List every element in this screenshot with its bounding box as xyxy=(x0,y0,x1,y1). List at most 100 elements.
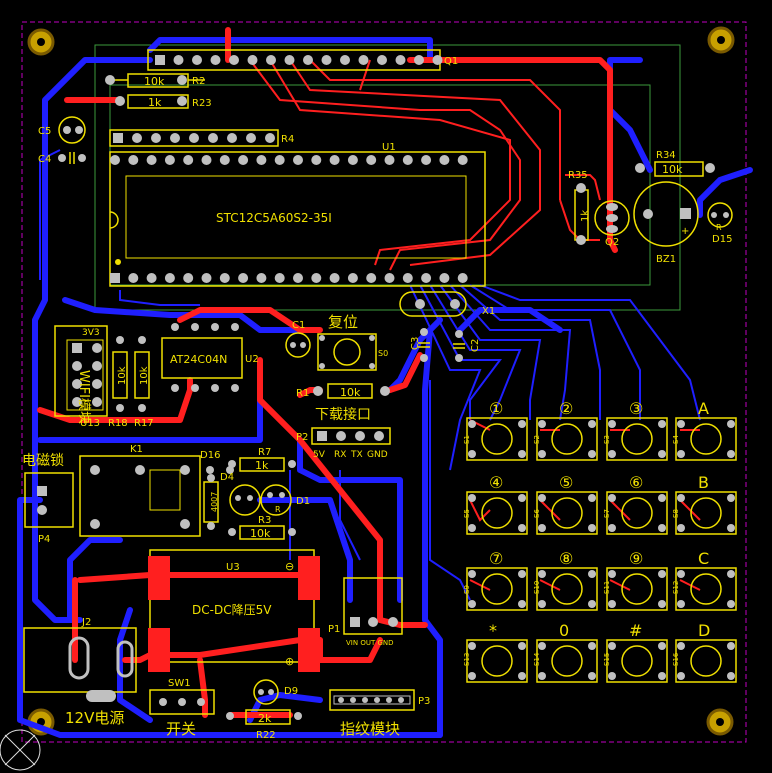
keypad-key-label: ⑧ xyxy=(559,549,573,568)
mcu-pin xyxy=(347,273,358,283)
svg-text:R4: R4 xyxy=(281,134,294,145)
svg-text:AT24C04N: AT24C04N xyxy=(170,353,227,366)
keypad-key-label: D xyxy=(698,621,710,640)
header-pin xyxy=(358,55,369,65)
keypad-switch: BS8 xyxy=(672,473,737,535)
header-pin xyxy=(192,55,202,65)
svg-text:U3: U3 xyxy=(226,562,240,573)
svg-text:U2: U2 xyxy=(245,354,259,365)
network-pin xyxy=(132,133,142,143)
header-pin xyxy=(266,55,276,65)
keypad-key-label: C xyxy=(698,549,709,568)
mcu-outline xyxy=(109,151,486,287)
svg-text:R2: R2 xyxy=(192,76,205,87)
svg-text:10k: 10k xyxy=(662,163,683,176)
header-pin xyxy=(247,55,258,65)
svg-text:R: R xyxy=(716,223,722,232)
header-pin xyxy=(284,55,295,65)
mcu-pin xyxy=(402,273,413,283)
keypad-key-label: 0 xyxy=(559,621,569,640)
mcu-pin xyxy=(439,155,450,165)
keypad-switch: #S15 xyxy=(603,621,668,683)
mcu-pin xyxy=(439,273,450,283)
mcu-pin xyxy=(274,273,285,283)
capacitor-c1: C1 xyxy=(285,320,311,358)
relay-k1: K1 xyxy=(79,444,201,537)
keypad-switch-ref: S1 xyxy=(463,435,471,444)
mcu-pin xyxy=(347,155,358,165)
mcu-pin xyxy=(201,273,212,283)
header-pin xyxy=(321,55,332,65)
svg-text:R23: R23 xyxy=(192,98,212,109)
mcu-pin xyxy=(201,155,212,165)
svg-text:10k: 10k xyxy=(139,366,150,385)
fingerprint-pin xyxy=(386,697,392,703)
resistor-r17: 10k R17 xyxy=(134,336,154,429)
svg-text:VIN OUT GND: VIN OUT GND xyxy=(346,639,394,647)
eeprom-u2: AT24C04N U2 xyxy=(161,323,259,392)
svg-text:复位: 复位 xyxy=(328,313,358,331)
mcu-pin xyxy=(164,155,175,165)
mcu-u1: U1 STC12C5A60S2-35I xyxy=(109,142,486,287)
keypad-4x4: ①S1②S2③S3AS4④S5⑤S6⑥S7BS8⑦S9⑧S10⑨S11CS12*… xyxy=(463,399,737,683)
keypad-switch-ref: S8 xyxy=(672,509,680,518)
capacitor-c4: C4 xyxy=(38,152,86,165)
keypad-switch: *S13 xyxy=(463,621,528,683)
mcu-pin xyxy=(402,155,413,165)
svg-text:R34: R34 xyxy=(656,150,676,161)
fingerprint-connector-p3: P3 指纹模块 xyxy=(329,689,430,738)
keypad-switch-ref: S6 xyxy=(533,509,541,518)
dcdc-module-u3: U3 ⊖ ⊕ DC-DC降压5V xyxy=(148,549,320,672)
svg-text:C2: C2 xyxy=(470,339,481,352)
svg-text:Q2: Q2 xyxy=(605,237,619,248)
svg-text:R7: R7 xyxy=(258,447,271,458)
keypad-switch-ref: S10 xyxy=(533,581,541,594)
network-pin xyxy=(151,133,161,143)
resistor-r22: 2k R22 xyxy=(226,709,302,741)
svg-text:P2: P2 xyxy=(296,432,308,443)
svg-text:P1: P1 xyxy=(328,624,340,635)
transistor-d1: R D1 xyxy=(229,484,310,516)
svg-text:R3: R3 xyxy=(258,515,271,526)
keypad-switch: ②S2 xyxy=(533,399,598,461)
mcu-pin xyxy=(110,273,120,283)
svg-text:BZ1: BZ1 xyxy=(656,254,676,265)
svg-text:J2: J2 xyxy=(81,617,91,628)
keypad-switch: ⑤S6 xyxy=(533,473,598,535)
keypad-switch: ⑦S9 xyxy=(463,549,528,611)
mcu-pin xyxy=(421,155,432,165)
resistor-r35: 1k R35 xyxy=(568,170,591,245)
keypad-key-label: ① xyxy=(489,399,503,418)
mcu-pin xyxy=(457,155,468,165)
keypad-switch-ref: S15 xyxy=(603,653,611,666)
lock-connector-p4: 电磁锁 P4 xyxy=(22,453,74,545)
wifi-pin xyxy=(92,397,102,407)
wifi-pin xyxy=(92,379,102,389)
keypad-switch: ⑧ S10 xyxy=(533,549,598,611)
crystal-x1: X1 xyxy=(399,291,495,317)
svg-text:R18: R18 xyxy=(108,418,128,429)
header-pin xyxy=(155,55,165,65)
svg-text:10k: 10k xyxy=(340,386,361,399)
mcu-pin xyxy=(366,273,377,283)
wifi-module-u13: 3V3 WIFI模块 U13 xyxy=(54,325,108,429)
network-pin xyxy=(227,133,237,143)
mcu-pin xyxy=(164,273,175,283)
keypad-key-label: ④ xyxy=(489,473,503,492)
mcu-pin xyxy=(329,155,340,165)
mcu-pin xyxy=(421,273,432,283)
mcu-pin xyxy=(128,273,139,283)
keypad-key-label: ③ xyxy=(629,399,643,418)
mcu-pin xyxy=(384,155,395,165)
svg-text:C4: C4 xyxy=(38,154,51,165)
header-pin xyxy=(395,55,406,65)
svg-text:R: R xyxy=(275,505,281,514)
led-d16: D16 xyxy=(200,450,234,474)
corner-origin-icon xyxy=(0,729,41,771)
svg-text:1k: 1k xyxy=(148,96,162,109)
svg-text:RX: RX xyxy=(334,450,346,460)
